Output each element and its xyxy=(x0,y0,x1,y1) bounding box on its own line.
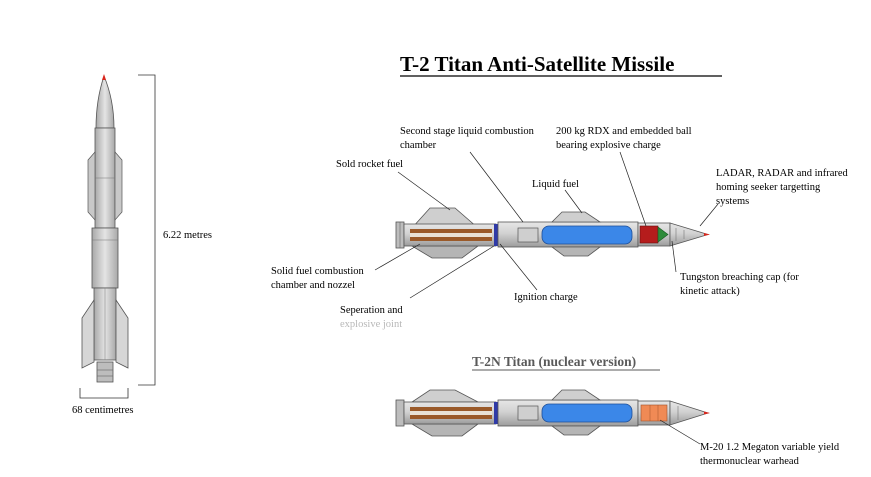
nuclear-warhead xyxy=(640,404,668,422)
second-stage-fin-bottom xyxy=(550,246,602,257)
nuclear-booster-fin-top xyxy=(410,389,479,403)
nuclear-nozzle xyxy=(395,399,405,427)
label-liquid-fuel: Liquid fuel xyxy=(532,179,579,190)
vertical-upper-fin-right xyxy=(114,151,123,221)
second-stage-chamber xyxy=(517,227,539,243)
label-tungsten: Tungston breaching cap (for xyxy=(680,272,799,283)
main-nose-tip xyxy=(704,233,710,236)
vertical-nose-tip xyxy=(102,74,106,80)
nuclear-second-stage-fin-bottom xyxy=(550,425,602,436)
vertical-lower-fin-right xyxy=(115,298,129,369)
label-seeker-2: homing seeker targetting xyxy=(716,182,821,193)
liquid-fuel-tank xyxy=(541,225,633,245)
nuclear-solid-fuel-grain xyxy=(410,407,492,419)
page-title: T-2 Titan Anti-Satellite Missile xyxy=(400,52,674,76)
height-dimension xyxy=(138,74,156,386)
rdx-charge xyxy=(639,225,659,244)
leader-warhead xyxy=(659,419,701,445)
label-ignition: Ignition charge xyxy=(514,292,578,303)
booster-fin-bottom xyxy=(410,245,480,259)
label-solid-fuel: Sold rocket fuel xyxy=(336,159,403,170)
label-warhead: M-20 1.2 Megaton variable yield xyxy=(700,442,840,453)
leader-lines xyxy=(374,151,719,299)
main-nose-cone xyxy=(669,222,710,247)
vertical-lower-body xyxy=(91,227,119,289)
vertical-lower-fin-left xyxy=(81,298,95,369)
label-rdx-2: bearing explosive charge xyxy=(556,140,661,151)
width-dimension xyxy=(79,388,129,399)
nuclear-nose-tip xyxy=(704,411,710,415)
nuclear-chamber xyxy=(517,405,539,421)
diameter-label: 68 centimetres xyxy=(72,405,134,416)
second-stage-fin-top xyxy=(551,211,602,223)
label-second-stage: Second stage liquid combustion xyxy=(400,126,535,137)
vertical-nose xyxy=(95,74,115,129)
label-chamber-2: chamber and nozzel xyxy=(271,280,355,291)
main-missile xyxy=(395,207,710,259)
label-seeker: LADAR, RADAR and infrared xyxy=(716,168,849,179)
nuclear-second-stage-fin-top xyxy=(551,389,602,401)
vertical-upper-fin-left xyxy=(87,151,96,221)
nuclear-nose-cone xyxy=(669,400,710,426)
solid-fuel-grain xyxy=(410,229,492,241)
label-second-stage-2: chamber xyxy=(400,140,437,151)
label-seeker-3: systems xyxy=(716,196,749,207)
nuclear-liquid-fuel-tank xyxy=(541,403,633,423)
label-separation-2: explosive joint xyxy=(340,319,402,330)
nuclear-missile xyxy=(395,389,710,437)
nuclear-subtitle: T-2N Titan (nuclear version) xyxy=(472,354,636,369)
nuclear-separation-ring xyxy=(494,402,498,424)
label-separation: Seperation and xyxy=(340,305,403,316)
seeker-unit xyxy=(657,226,669,243)
vertical-nozzle xyxy=(96,361,114,383)
label-tungsten-2: kinetic attack) xyxy=(680,286,740,297)
vertical-missile xyxy=(81,74,129,383)
length-label: 6.22 metres xyxy=(163,230,212,241)
label-rdx: 200 kg RDX and embedded ball xyxy=(556,126,692,137)
separation-ring xyxy=(494,224,498,246)
nuclear-booster-fin-bottom xyxy=(410,423,480,437)
label-chamber: Solid fuel combustion xyxy=(271,266,364,277)
label-warhead-2: thermonuclear warhead xyxy=(700,456,800,467)
